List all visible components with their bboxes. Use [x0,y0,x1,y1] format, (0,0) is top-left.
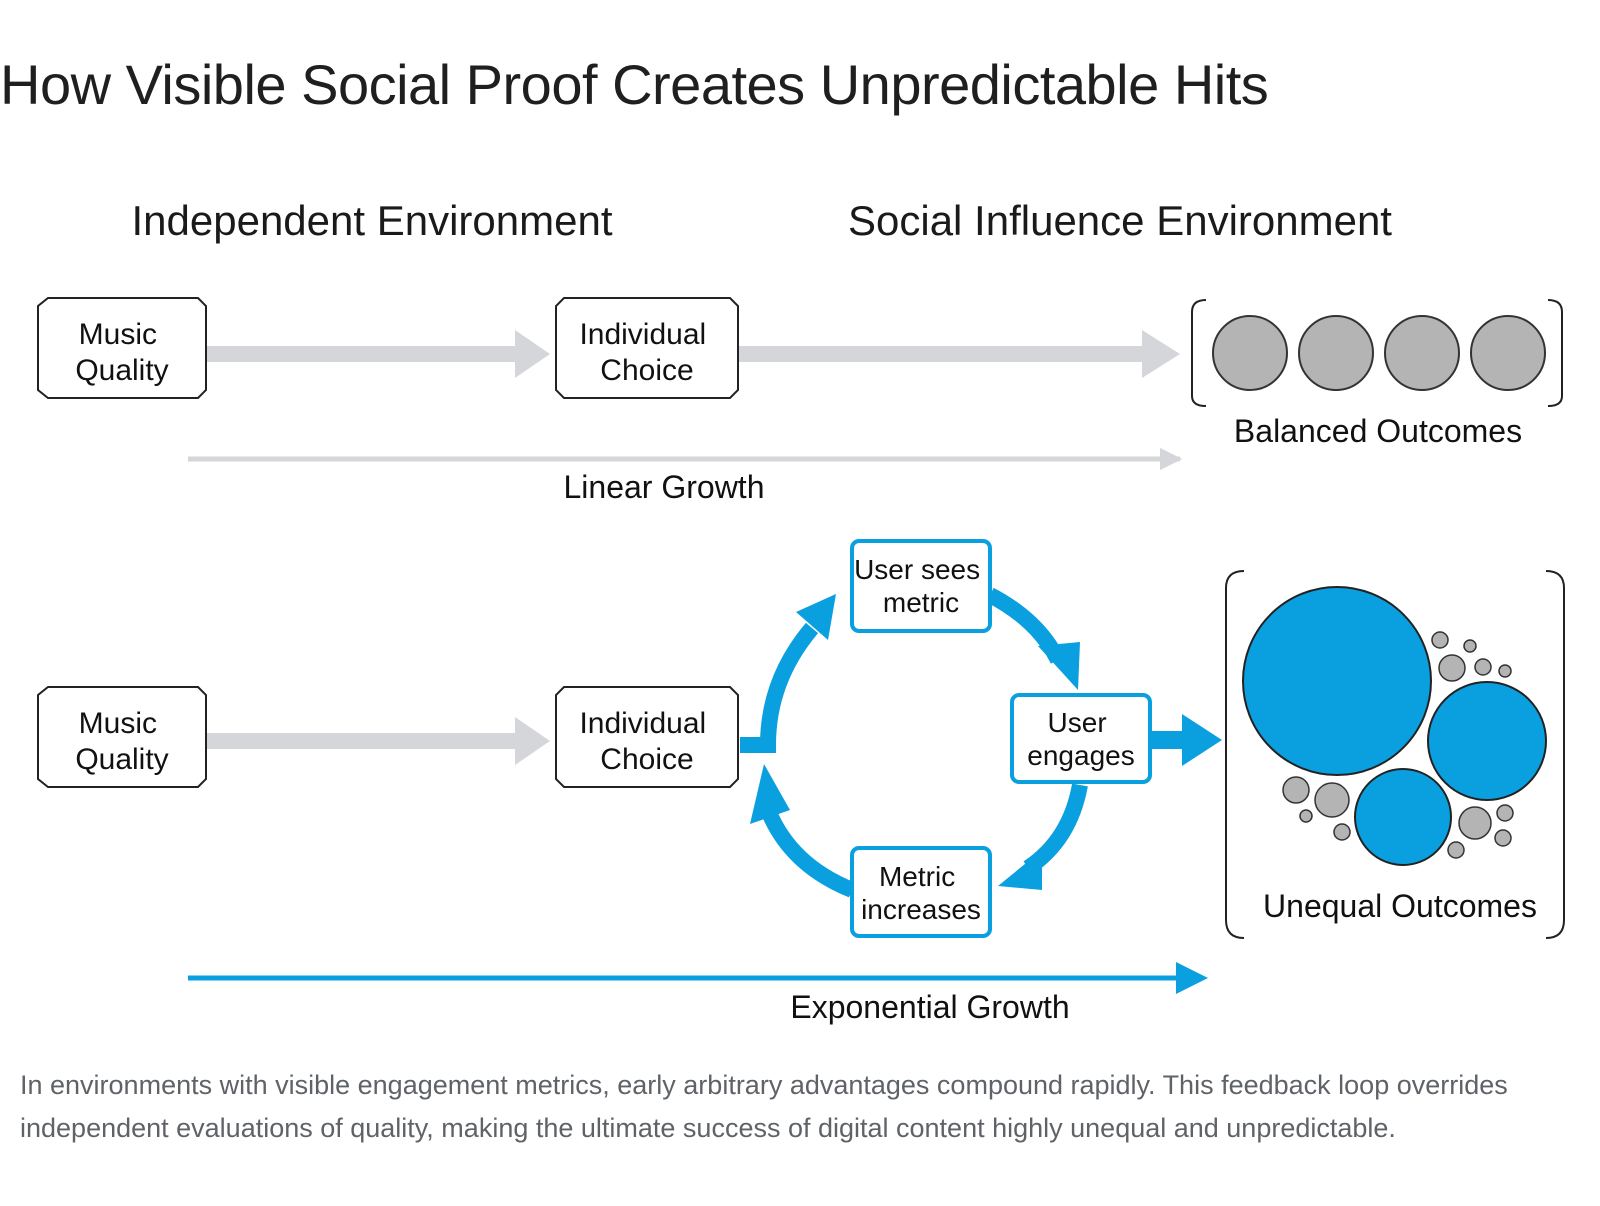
exponential-growth-label: Exponential Growth [790,989,1069,1025]
bottom-music-quality-box: Music Quality [37,686,207,788]
bottom-music-quality-line2: Quality [75,743,168,776]
svg-text:User sees metric: User sees metric [854,554,988,618]
user-engages-line2: engages [1027,740,1134,771]
loop-arrowhead-to-choice [750,764,790,824]
unequal-outcomes-group: Unequal Outcomes [1225,570,1565,939]
balanced-outcomes-label: Balanced Outcomes [1234,413,1522,449]
unequal-gray-circle-12 [1494,829,1512,847]
svg-text:Music Quality: Music Quality [75,318,168,387]
user-sees-metric-line2: metric [883,587,959,618]
top-arrow-choice-to-outcomes [739,330,1180,378]
arrow-engages-to-outcomes [1150,714,1222,766]
social-influence-environment-heading: Social Influence Environment [848,197,1392,244]
svg-text:Individual Choice: Individual Choice [579,707,714,776]
unequal-gray-circle-1 [1431,631,1449,649]
unequal-gray-circle-11 [1496,804,1514,822]
top-arrow-quality-to-choice [207,330,550,378]
svg-text:Individual Choice: Individual Choice [579,318,714,387]
user-engages-box: User engages [1010,693,1152,784]
top-individual-choice-box: Individual Choice [555,297,739,399]
unequal-gray-circle-4 [1474,658,1492,676]
page-title: How Visible Social Proof Creates Unpredi… [0,53,1269,116]
user-engages-line1: User [1048,707,1107,738]
feedback-loop: User sees metric User engages Metric inc… [740,539,1152,938]
bottom-arrow-quality-to-choice [207,717,550,765]
top-individual-choice-line2: Choice [600,354,693,387]
loop-arrow-increases-to-choice [760,806,856,898]
unequal-gray-circle-10 [1458,806,1492,840]
exponential-growth-arrow [188,962,1208,994]
balanced-right-bracket [1547,299,1563,407]
metric-increases-line1: Metric [879,861,955,892]
linear-growth-label: Linear Growth [564,469,765,505]
unequal-gray-circle-9 [1333,823,1351,841]
balanced-circle-2 [1298,315,1374,391]
balanced-outcomes-group: Balanced Outcomes [1191,299,1563,449]
loop-arrowhead-to-increases [998,850,1042,890]
unequal-small-blue-circle [1354,768,1452,866]
svg-text:User engages: User engages [1027,707,1134,771]
unequal-gray-circle-8 [1299,809,1313,823]
user-sees-metric-box: User sees metric [850,539,992,633]
top-music-quality-box: Music Quality [37,297,207,399]
unequal-gray-circle-7 [1314,782,1350,818]
svg-text:Music Quality: Music Quality [75,707,168,776]
bottom-individual-choice-line1: Individual [579,707,706,740]
balanced-circle-3 [1384,315,1460,391]
unequal-gray-circle-6 [1282,776,1310,804]
unequal-outcomes-label: Unequal Outcomes [1263,888,1537,924]
top-music-quality-line2: Quality [75,354,168,387]
unequal-medium-circle [1427,681,1547,801]
top-music-quality-line1: Music [79,318,157,351]
balanced-left-bracket [1191,299,1207,407]
loop-arrowhead-to-sees [796,594,836,640]
independent-environment-heading: Independent Environment [131,197,612,244]
bottom-individual-choice-line2: Choice [600,743,693,776]
unequal-large-circle [1242,586,1432,776]
unequal-right-bracket [1545,570,1565,939]
user-sees-metric-line1: User sees [854,554,980,585]
metric-increases-box: Metric increases [850,846,992,938]
bottom-individual-choice-box: Individual Choice [555,686,739,788]
unequal-gray-circle-3 [1438,654,1466,682]
balanced-circle-1 [1212,315,1288,391]
balanced-circle-4 [1470,315,1546,391]
top-individual-choice-line1: Individual [579,318,706,351]
bottom-music-quality-line1: Music [79,707,157,740]
social-proof-diagram: Independent Environment Social Influence… [37,197,1565,1025]
unequal-left-bracket [1225,570,1245,939]
unequal-gray-circle-2 [1463,639,1477,653]
caption: In environments with visible engagement … [20,1070,1508,1143]
loop-arrow-choice-to-sees [740,622,819,753]
metric-increases-line2: increases [861,894,981,925]
unequal-gray-circle-5 [1498,664,1512,678]
loop-arrowhead-to-engages [1038,642,1080,690]
unequal-gray-circle-13 [1447,841,1465,859]
svg-text:Metric increases: Metric increases [861,861,981,925]
